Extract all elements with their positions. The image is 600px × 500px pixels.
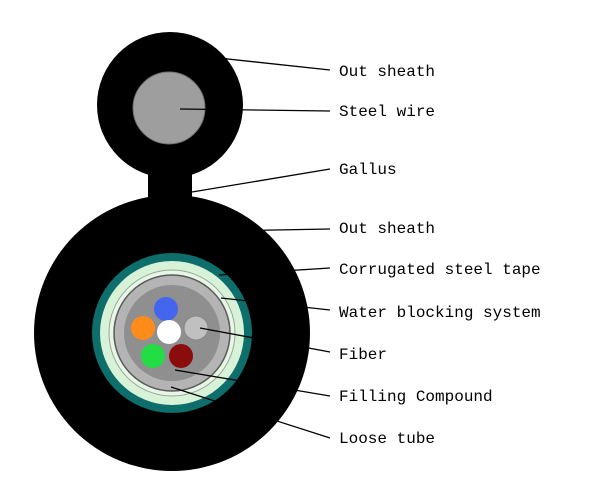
label-filling-compound: Filling Compound [339, 388, 493, 406]
fiber-darkred [169, 344, 193, 368]
leader-filling-compound [174, 369, 331, 397]
label-out-sheath-main: Out sheath [339, 220, 435, 238]
leader-loose-tube [170, 386, 331, 439]
leader-out-sheath-top [199, 55, 331, 71]
label-corrugated-steel-tape: Corrugated steel tape [339, 261, 541, 279]
fiber-gray [183, 315, 209, 341]
leader-gallus [191, 168, 331, 193]
leader-steel-wire [179, 108, 331, 112]
leader-out-sheath-main [221, 228, 331, 232]
label-loose-tube: Loose tube [339, 430, 435, 448]
steel-wire [132, 71, 206, 145]
leader-corrugated-steel-tape [218, 267, 331, 276]
label-out-sheath-top: Out sheath [339, 63, 435, 81]
fiber-white [157, 320, 181, 344]
fiber-orange [131, 316, 155, 340]
fiber-blue [154, 297, 178, 321]
label-steel-wire: Steel wire [339, 103, 435, 121]
label-water-blocking-system: Water blocking system [339, 304, 541, 322]
leader-fiber [199, 327, 331, 353]
label-gallus: Gallus [339, 161, 397, 179]
leader-lines [170, 55, 331, 439]
label-fiber: Fiber [339, 346, 387, 364]
leader-water-blocking-system [220, 297, 331, 311]
fiber-green [141, 344, 165, 368]
